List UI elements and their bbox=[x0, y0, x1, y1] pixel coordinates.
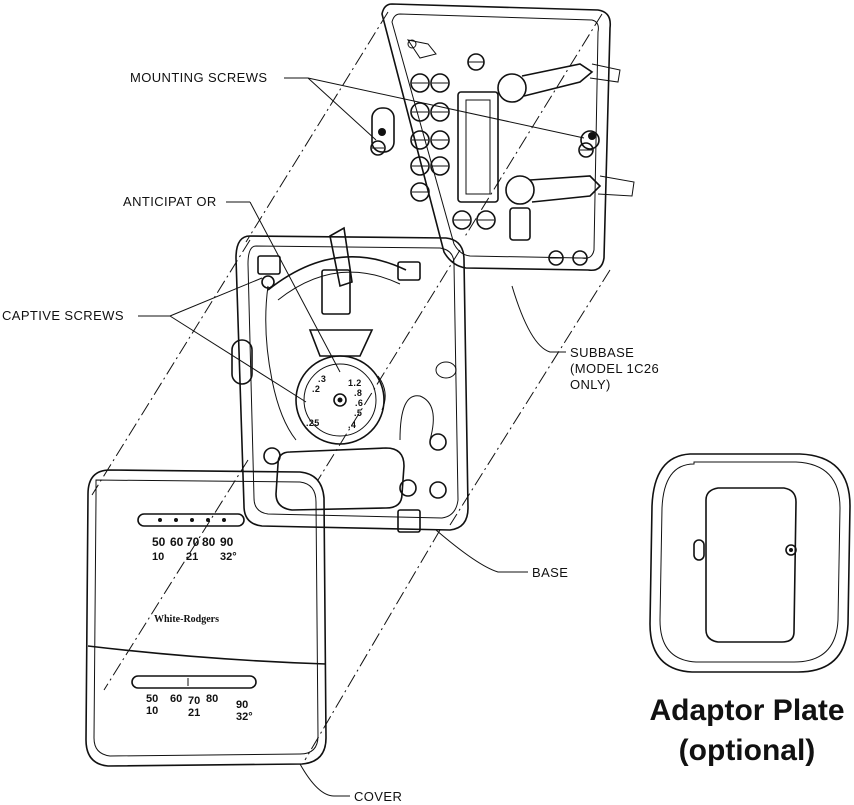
anticipator-dial-value-5: .4 bbox=[348, 420, 356, 430]
label-captive-screws: CAPTIVE SCREWS bbox=[2, 308, 124, 323]
cover-lower-c-32: 32° bbox=[236, 711, 253, 723]
label-base: BASE bbox=[532, 565, 568, 580]
anticipator-dial-value-3: .6 bbox=[355, 398, 363, 408]
cover-lower-f-60: 60 bbox=[170, 693, 182, 705]
cover-lower-f-80: 80 bbox=[206, 693, 218, 705]
adaptor-plate-illustration bbox=[649, 453, 851, 673]
label-subbase-line3: ONLY) bbox=[570, 377, 611, 392]
thermostat-base: 1.2 .8 .6 .5 .4 .3 .2 .25 bbox=[231, 226, 469, 533]
label-subbase-line2: (MODEL 1C26 bbox=[570, 361, 659, 376]
label-anticipator: ANTICIPAT OR bbox=[123, 194, 217, 209]
cover-lower-c-10: 10 bbox=[146, 705, 158, 717]
cover-lower-f-70: 70 bbox=[188, 695, 200, 707]
anticipator-dial-value-6: .3 bbox=[318, 374, 326, 384]
cover-upper-f-60: 60 bbox=[170, 535, 184, 549]
anticipator-dial-value-1: 1.2 bbox=[348, 378, 362, 388]
adaptor-plate-title: Adaptor Plate bbox=[649, 694, 844, 727]
anticipator-dial-value-7: .2 bbox=[312, 384, 320, 394]
cover-upper-f-70: 70 bbox=[186, 535, 200, 549]
cover-upper-c-21: 21 bbox=[186, 551, 198, 563]
thermostat-cover: 50 60 70 80 90 10 21 32° White-Rodgers 5… bbox=[85, 469, 327, 767]
cover-lower-f-50: 50 bbox=[146, 693, 158, 705]
cover-upper-f-90: 90 bbox=[220, 535, 234, 549]
cover-upper-c-32: 32° bbox=[220, 551, 237, 563]
subbase-terminal-screws bbox=[410, 53, 588, 266]
anticipator-dial-value-2: .8 bbox=[354, 388, 362, 398]
leader-lines bbox=[138, 77, 585, 797]
adaptor-plate-subtitle: (optional) bbox=[679, 734, 816, 767]
cover-lower-f-90: 90 bbox=[236, 699, 248, 711]
label-cover: COVER bbox=[354, 789, 402, 804]
cover-upper-c-10: 10 bbox=[152, 551, 164, 563]
label-mounting-screws: MOUNTING SCREWS bbox=[130, 70, 267, 85]
anticipator-dial-value-4: .5 bbox=[354, 408, 362, 418]
brand-logo-text: White-Rodgers bbox=[154, 614, 219, 625]
cover-upper-f-80: 80 bbox=[202, 535, 216, 549]
anticipator-dial-value-8: .25 bbox=[306, 418, 320, 428]
cover-lower-c-21: 21 bbox=[188, 707, 200, 719]
subbase-switch-levers bbox=[497, 63, 635, 241]
subbase-mounting-screws bbox=[370, 107, 600, 158]
anticipator-dial: 1.2 .8 .6 .5 .4 .3 .2 .25 bbox=[295, 355, 385, 445]
subbase-plate bbox=[370, 3, 635, 272]
cover-upper-f-50: 50 bbox=[152, 535, 166, 549]
base-captive-screws bbox=[257, 255, 421, 289]
assembly-guide-lines bbox=[91, 11, 611, 761]
label-subbase-line1: SUBBASE bbox=[570, 345, 634, 360]
